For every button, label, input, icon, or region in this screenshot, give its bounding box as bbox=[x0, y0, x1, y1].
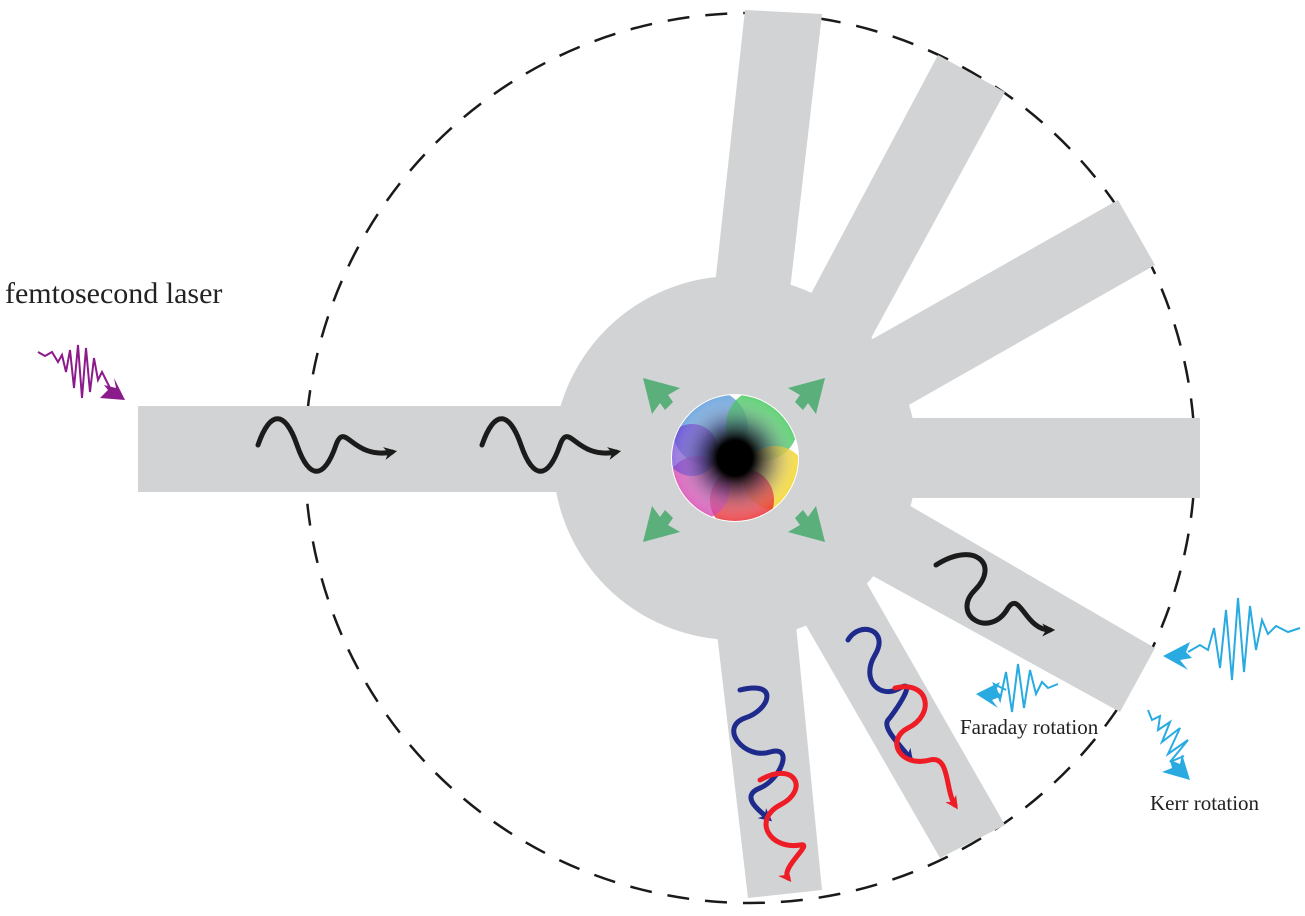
incoming-probe-pulse-icon bbox=[1163, 597, 1301, 681]
arm-top bbox=[715, 10, 822, 290]
probe-pulses bbox=[976, 597, 1301, 780]
radial-arrow-icon bbox=[788, 378, 825, 414]
arm-right bbox=[730, 418, 1200, 498]
radial-arrows bbox=[643, 378, 825, 542]
spin-wave-arrow-icon bbox=[933, 552, 1056, 637]
spin-wave-arrow-icon bbox=[255, 416, 398, 474]
arm-upper-right-2 bbox=[862, 200, 1155, 410]
faraday-pulse-icon bbox=[976, 663, 1059, 713]
magnon-waves bbox=[731, 626, 958, 883]
red-wave-arrow-icon bbox=[757, 770, 807, 883]
arm-lower bbox=[800, 575, 1005, 858]
kerr-pulse-icon bbox=[1147, 709, 1190, 780]
laser-label: femtosecond laser bbox=[5, 277, 222, 310]
arm-upper-right bbox=[805, 55, 1005, 340]
spin-wave-arrow-icon bbox=[479, 416, 622, 474]
red-wave-arrow-icon bbox=[892, 684, 958, 810]
laser-pulse-icon bbox=[37, 344, 125, 400]
radial-arrow-icon bbox=[643, 378, 680, 414]
arm-bottom bbox=[716, 615, 822, 898]
radial-arrow-icon bbox=[643, 506, 680, 542]
blue-wave-arrow-icon bbox=[731, 685, 786, 822]
waveguide-structure bbox=[138, 10, 1200, 898]
radial-arrow-icon bbox=[788, 506, 825, 542]
faraday-label: Faraday rotation bbox=[960, 715, 1099, 739]
spin-waves bbox=[255, 416, 1056, 637]
kerr-label: Kerr rotation bbox=[1150, 791, 1260, 815]
input-waveguide bbox=[138, 406, 738, 492]
magnetic-core bbox=[671, 394, 799, 522]
